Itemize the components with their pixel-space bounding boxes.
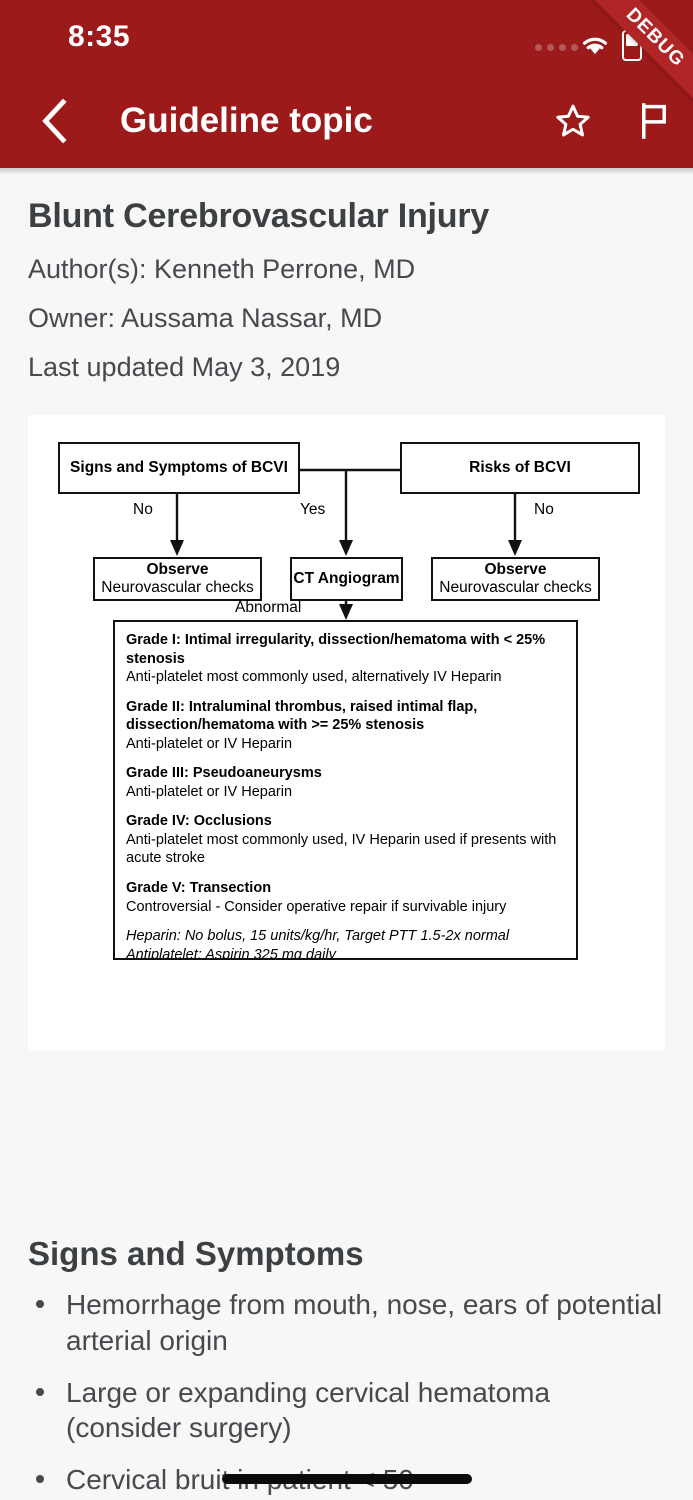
back-button[interactable] [24, 90, 86, 152]
list-item: Large or expanding cervical hematoma (co… [28, 1375, 668, 1447]
grade-heading: Grade III: Pseudoaneurysms [126, 765, 322, 782]
grade-heading: Grade II: Intraluminal thrombus, raised … [126, 698, 478, 734]
flowchart-connectors [170, 468, 522, 620]
bullet-dot-icon [36, 1300, 44, 1308]
bcvi-flowchart: Signs and Symptoms of BCVI Risks of BCVI… [28, 415, 665, 1050]
article-owner: Owner: Aussama Nassar, MD [28, 303, 383, 333]
article-content: Blunt Cerebrovascular Injury Author(s): … [0, 175, 693, 1495]
grade-text: Anti-platelet most commonly used, IV Hep… [126, 831, 557, 867]
list-item-text: Large or expanding cervical hematoma (co… [66, 1376, 551, 1444]
favorite-button[interactable] [542, 90, 604, 152]
signal-dots-icon [535, 44, 578, 51]
section-heading: Signs and Symptoms [28, 1235, 364, 1272]
star-outline-icon [556, 104, 590, 137]
bullet-dot-icon [36, 1387, 44, 1396]
flow-label-no-left: No [133, 501, 153, 518]
grade-heading: Grade IV: Occlusions [126, 813, 272, 830]
app-bar-shadow [0, 168, 693, 175]
bullet-dot-icon [36, 1475, 44, 1484]
back-chevron-icon [42, 98, 67, 144]
flow-node-grades: Grade I: Intimal irregularity, dissectio… [113, 620, 578, 960]
flow-node-ct-angiogram: CT Angiogram [290, 557, 403, 601]
flow-node-observe-left: Observe Neurovascular checks [93, 557, 262, 601]
figure-card[interactable]: Signs and Symptoms of BCVI Risks of BCVI… [28, 415, 665, 1050]
list-item: Hemorrhage from mouth, nose, ears of pot… [28, 1287, 668, 1359]
grade-heading: Grade I: Intimal irregularity, dissectio… [126, 632, 546, 667]
app-bar: 8:35 DEBUG Guideline topic [0, 0, 693, 168]
article-authors: Author(s): Kenneth Perrone, MD [28, 254, 416, 284]
flow-label-no-right: No [534, 501, 554, 518]
grade-heading: Grade V: Transection [126, 880, 272, 897]
status-bar-clock: 8:35 [68, 20, 131, 53]
grade-text: Controversial - Consider operative repai… [126, 898, 507, 915]
signs-symptoms-list: Hemorrhage from mouth, nose, ears of pot… [28, 1287, 668, 1500]
article-title: Blunt Cerebrovascular Injury [28, 197, 490, 235]
flow-label-abnormal: Abnormal [235, 599, 302, 616]
grade-text: Anti-platelet or IV Heparin [126, 735, 293, 752]
status-bar: 8:35 DEBUG [0, 0, 693, 121]
flow-node-observe-right: Observe Neurovascular checks [431, 557, 600, 601]
report-button[interactable] [623, 90, 685, 152]
article-last-updated: Last updated May 3, 2019 [28, 352, 341, 382]
page-title: Guideline topic [120, 101, 373, 140]
home-indicator[interactable] [222, 1474, 472, 1484]
flow-node-signs: Signs and Symptoms of BCVI [58, 442, 300, 494]
flow-node-risks: Risks of BCVI [400, 442, 640, 494]
grade-note: Antiplatelet: Aspirin 325 mg daily [126, 946, 336, 960]
flow-label-yes: Yes [300, 501, 326, 518]
flag-outline-icon [642, 103, 666, 139]
nav-row: Guideline topic [0, 74, 693, 168]
grade-text: Anti-platelet most commonly used, altern… [126, 669, 502, 686]
grade-text: Anti-platelet or IV Heparin [126, 783, 293, 800]
wifi-icon [582, 37, 608, 55]
list-item-text: Hemorrhage from mouth, nose, ears of pot… [66, 1289, 663, 1356]
grade-note: Heparin: No bolus, 15 units/kg/hr, Targe… [126, 928, 510, 945]
